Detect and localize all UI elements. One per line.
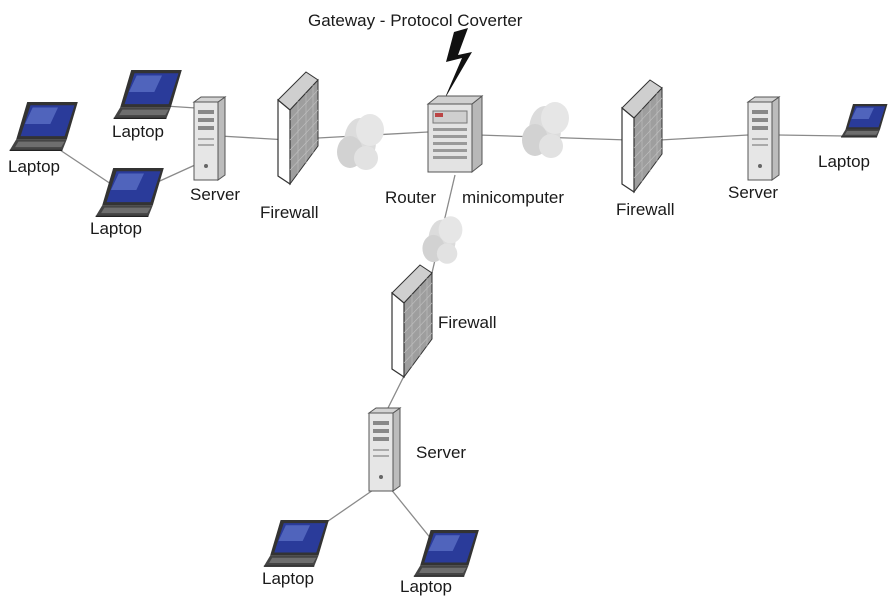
firewall-icon bbox=[621, 79, 663, 193]
server-label-bottom: Server bbox=[416, 443, 466, 462]
cloud-icon bbox=[522, 102, 569, 158]
laptop-label-left-top: Laptop bbox=[112, 122, 164, 141]
cloud-icon bbox=[422, 216, 463, 264]
server-icon bbox=[368, 407, 401, 492]
link-left-server-firewall bbox=[219, 135, 289, 141]
link-right-firewall-server bbox=[659, 134, 749, 141]
firewall-label-right: Firewall bbox=[616, 200, 675, 219]
laptop-icon bbox=[94, 167, 165, 218]
laptop-label-left-bottom: Laptop bbox=[90, 219, 142, 238]
router-icon bbox=[426, 94, 484, 174]
laptop-icon bbox=[8, 101, 79, 152]
laptop-label-bottom-right: Laptop bbox=[400, 577, 452, 596]
server-label-right: Server bbox=[728, 183, 778, 202]
firewall-icon bbox=[391, 264, 433, 378]
firewall-label-bottom: Firewall bbox=[438, 313, 497, 332]
link-right-server-laptop bbox=[777, 134, 846, 137]
laptop-icon bbox=[263, 519, 330, 567]
laptop-label-bottom-left: Laptop bbox=[262, 569, 314, 588]
lightning-icon bbox=[444, 28, 472, 100]
server-icon bbox=[747, 96, 780, 181]
router-label: Router bbox=[385, 188, 436, 207]
laptop-icon bbox=[413, 529, 480, 577]
server-icon bbox=[193, 96, 226, 181]
laptop-icon bbox=[840, 103, 888, 138]
link-bottom-server-laptop-right bbox=[389, 487, 433, 541]
laptop-label-left-middle: Laptop bbox=[8, 157, 60, 176]
cloud-icon bbox=[337, 114, 384, 170]
firewall-label-left: Firewall bbox=[260, 203, 319, 222]
laptop-label-right: Laptop bbox=[818, 152, 870, 171]
gateway-title: Gateway - Protocol Coverter bbox=[308, 11, 523, 30]
server-label-left: Server bbox=[190, 185, 240, 204]
minicomputer-label: minicomputer bbox=[462, 188, 564, 207]
firewall-icon bbox=[277, 71, 319, 185]
laptop-icon bbox=[112, 69, 183, 120]
